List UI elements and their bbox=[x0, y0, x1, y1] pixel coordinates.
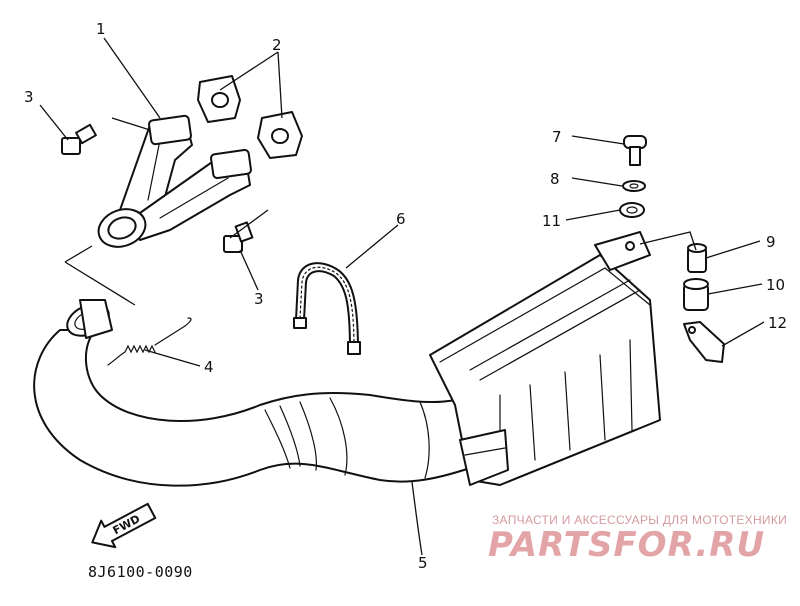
part-code: 8J6100-0090 bbox=[88, 563, 193, 581]
exhaust-pipe bbox=[33, 299, 471, 487]
collar-9 bbox=[687, 243, 707, 273]
leader-lines bbox=[39, 37, 765, 556]
callout-6: 6 bbox=[396, 210, 406, 228]
callout-labels: 1 2 3 3 4 5 6 7 8 9 10 11 12 bbox=[24, 20, 787, 572]
washer-11 bbox=[619, 202, 645, 218]
callout-11: 11 bbox=[542, 212, 561, 230]
exhaust-manifold bbox=[97, 114, 252, 248]
callout-3-upper: 3 bbox=[24, 88, 34, 106]
muffler bbox=[429, 231, 661, 486]
spring bbox=[107, 317, 192, 366]
hose bbox=[293, 262, 361, 355]
callout-10: 10 bbox=[766, 276, 785, 294]
callout-4: 4 bbox=[204, 358, 214, 376]
callout-1: 1 bbox=[96, 20, 106, 38]
washer-8 bbox=[622, 180, 646, 192]
gasket-lower bbox=[257, 111, 303, 159]
callout-2: 2 bbox=[272, 36, 282, 54]
watermark-brand: PARTSFOR.RU bbox=[488, 525, 765, 565]
callout-8: 8 bbox=[550, 170, 560, 188]
watermark-tagline: ЗАПЧАСТИ И АКСЕССУАРЫ ДЛЯ МОТОТЕХНИКИ bbox=[492, 513, 787, 527]
callout-3-lower: 3 bbox=[254, 290, 264, 308]
fwd-arrow-icon: FWD bbox=[91, 502, 157, 549]
callout-7: 7 bbox=[552, 128, 562, 146]
callout-12: 12 bbox=[768, 314, 787, 332]
bolt-lower bbox=[223, 221, 254, 253]
damper-10 bbox=[683, 278, 709, 311]
bracket-12 bbox=[683, 321, 725, 363]
gasket-upper bbox=[197, 75, 241, 123]
callout-5: 5 bbox=[418, 554, 428, 572]
watermark: ЗАПЧАСТИ И АКСЕССУАРЫ ДЛЯ МОТОТЕХНИКИ PA… bbox=[488, 513, 787, 565]
bolt-7 bbox=[623, 135, 647, 166]
callout-9: 9 bbox=[766, 233, 776, 251]
bolt-upper bbox=[61, 123, 97, 155]
